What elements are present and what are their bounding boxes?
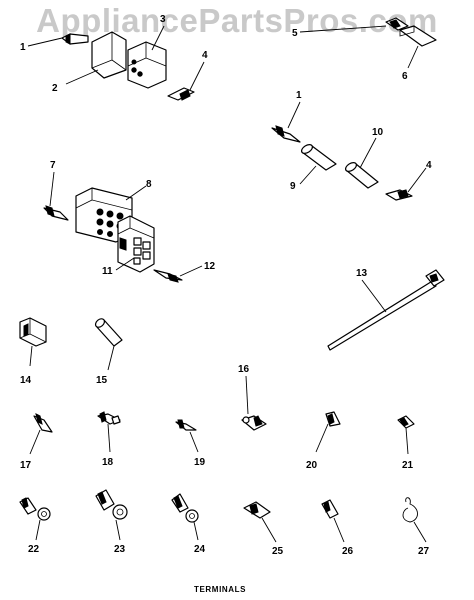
callout-25: 25 xyxy=(272,546,284,557)
part-18-terminal xyxy=(97,411,121,453)
callout-11: 11 xyxy=(102,266,113,277)
callout-8: 8 xyxy=(146,179,152,190)
callout-5: 5 xyxy=(292,28,298,39)
callout-10: 10 xyxy=(372,127,384,138)
part-10-sleeve xyxy=(344,137,379,189)
part-2-housing xyxy=(65,31,127,85)
callout-20: 20 xyxy=(306,460,318,471)
part-25-terminal xyxy=(243,501,277,543)
part-15-sleeve xyxy=(94,318,123,371)
callout-18: 18 xyxy=(102,457,114,468)
callout-2: 2 xyxy=(52,83,58,94)
callout-4b: 4 xyxy=(426,160,432,171)
callout-19: 19 xyxy=(194,457,206,468)
callout-14: 14 xyxy=(20,375,32,386)
callout-16: 16 xyxy=(238,364,250,375)
callout-5-leader xyxy=(299,25,387,33)
part-16-terminal xyxy=(241,375,267,431)
callout-6: 6 xyxy=(402,71,408,82)
callout-26: 26 xyxy=(342,546,354,557)
part-24-ring-terminal xyxy=(171,493,199,541)
part-11-receptacle xyxy=(115,215,155,273)
part-22-ring-terminal xyxy=(19,497,51,541)
callout-12: 12 xyxy=(204,261,216,272)
callout-17: 17 xyxy=(20,460,32,471)
callout-27: 27 xyxy=(418,546,430,557)
part-5-terminal xyxy=(385,17,409,31)
part-1b-terminal xyxy=(271,101,301,143)
part-4b-pin xyxy=(385,167,427,201)
callout-7: 7 xyxy=(50,160,56,171)
part-12-pin xyxy=(153,265,203,283)
part-9-tube xyxy=(299,144,337,185)
callout-24: 24 xyxy=(194,544,206,555)
part-21-terminal xyxy=(397,415,415,455)
callout-3: 3 xyxy=(160,14,166,25)
callout-23: 23 xyxy=(114,544,126,555)
callout-22: 22 xyxy=(28,544,40,555)
part-14-clip xyxy=(19,317,47,367)
callout-1: 1 xyxy=(20,42,26,53)
part-4-pin xyxy=(167,61,205,101)
part-6-sleeve xyxy=(399,25,437,69)
callout-9: 9 xyxy=(290,181,296,192)
callout-21: 21 xyxy=(402,460,414,471)
part-27-spring-clip xyxy=(402,497,427,543)
callout-15: 15 xyxy=(96,375,108,386)
part-19-terminal xyxy=(175,419,199,453)
part-7-terminal xyxy=(43,171,69,221)
part-13-cable-tie xyxy=(327,269,445,351)
part-26-terminal xyxy=(321,499,345,543)
diagram-caption: TERMINALS xyxy=(194,585,246,594)
part-20-terminal xyxy=(315,411,341,453)
part-3-connector xyxy=(127,25,167,89)
callout-4: 4 xyxy=(202,50,208,61)
part-1-terminal xyxy=(27,33,89,47)
part-23-ring-terminal xyxy=(95,489,128,541)
part-17-terminal xyxy=(29,413,53,455)
callout-13: 13 xyxy=(356,268,368,279)
callout-1b: 1 xyxy=(296,90,302,101)
